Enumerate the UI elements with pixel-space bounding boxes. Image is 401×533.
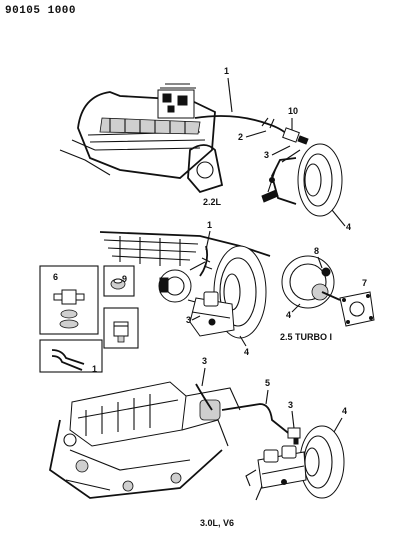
leader-3b (291, 410, 295, 429)
leader-4b (291, 303, 301, 313)
callout-10: 10 (288, 106, 298, 116)
callout-3: 3 (264, 150, 269, 160)
leader-1 (227, 77, 233, 113)
check-valve-3-0 (287, 427, 301, 445)
callout-4: 4 (244, 347, 249, 357)
leader-2 (245, 130, 267, 138)
power-brake-booster-2-2l (261, 143, 343, 217)
vacuum-hose-3-0 (195, 383, 213, 411)
callout-1: 1 (92, 364, 97, 374)
master-cylinder-2-5 (189, 291, 235, 337)
engine-label-2-5-turbo: 2.5 TURBO I (280, 332, 332, 342)
check-valve-2-2l (282, 127, 309, 145)
section-2-5-turbo: 1 6 9 8 7 3 4 4 1 2.5 TURBO I (39, 220, 375, 374)
callout-3: 3 (186, 315, 191, 325)
diagram-number: 90105 1000 (5, 5, 77, 17)
engine-2-5-drawing (99, 231, 271, 307)
callout-5: 5 (265, 378, 270, 388)
callout-4: 4 (286, 310, 291, 320)
leader-4 (331, 209, 346, 227)
engine-label-2-2l: 2.2L (203, 197, 222, 207)
callout-8: 8 (314, 246, 319, 256)
leader-1 (205, 230, 211, 251)
engine-3-0-drawing (49, 381, 241, 499)
inset-grommet-9 (103, 265, 135, 297)
callout-1: 1 (224, 66, 229, 76)
callout-3: 3 (288, 400, 293, 410)
vacuum-hose-2-2l (194, 115, 293, 141)
callout-3: 3 (202, 356, 207, 366)
inset-hose-1 (39, 339, 103, 373)
leader-4 (239, 335, 247, 347)
section-3-0l-v6: 3 5 3 4 3.0L, V6 (49, 356, 347, 528)
power-brake-booster-3-0 (299, 425, 345, 499)
leader-3 (201, 367, 206, 387)
inset-check-valve-6 (39, 265, 99, 335)
leader-8 (317, 256, 323, 269)
vacuum-hose-2-5 (199, 245, 209, 277)
callout-1: 1 (207, 220, 212, 230)
engine-label-3-0l-v6: 3.0L, V6 (200, 518, 234, 528)
callout-7: 7 (362, 278, 367, 288)
vacuum-line-5 (221, 403, 293, 437)
gasket-plate (339, 291, 375, 327)
leader-5 (265, 389, 269, 405)
leader-3 (271, 145, 291, 156)
callout-2: 2 (238, 132, 243, 142)
leader-4 (333, 417, 343, 433)
master-cylinder-3-0 (245, 445, 307, 501)
booster-assembly-turbo-detail (281, 255, 341, 309)
engine-2-2l-drawing (59, 83, 224, 194)
callout-4: 4 (346, 222, 351, 232)
callout-4: 4 (342, 406, 347, 416)
callout-9: 9 (122, 274, 127, 284)
section-2-2l: 1 10 2 3 4 2.2L (59, 66, 351, 232)
callout-6: 6 (53, 272, 58, 282)
inset-valve-7 (103, 307, 139, 349)
leader-3 (191, 315, 201, 321)
